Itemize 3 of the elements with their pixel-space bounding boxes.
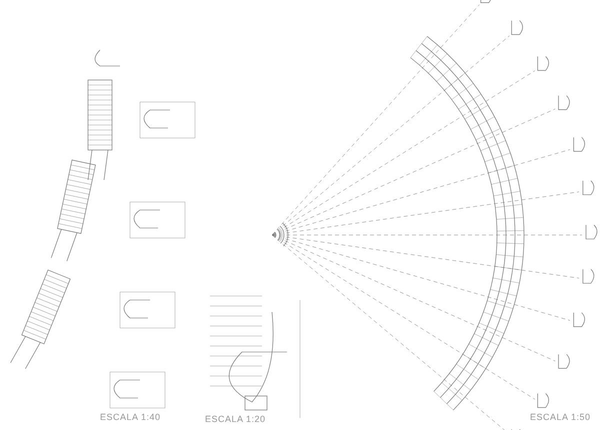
scale-label: ESCALA 1:50 <box>530 412 591 422</box>
scale-label: ESCALA 1:40 <box>100 412 161 422</box>
scale-label: ESCALA 1:20 <box>205 414 266 424</box>
